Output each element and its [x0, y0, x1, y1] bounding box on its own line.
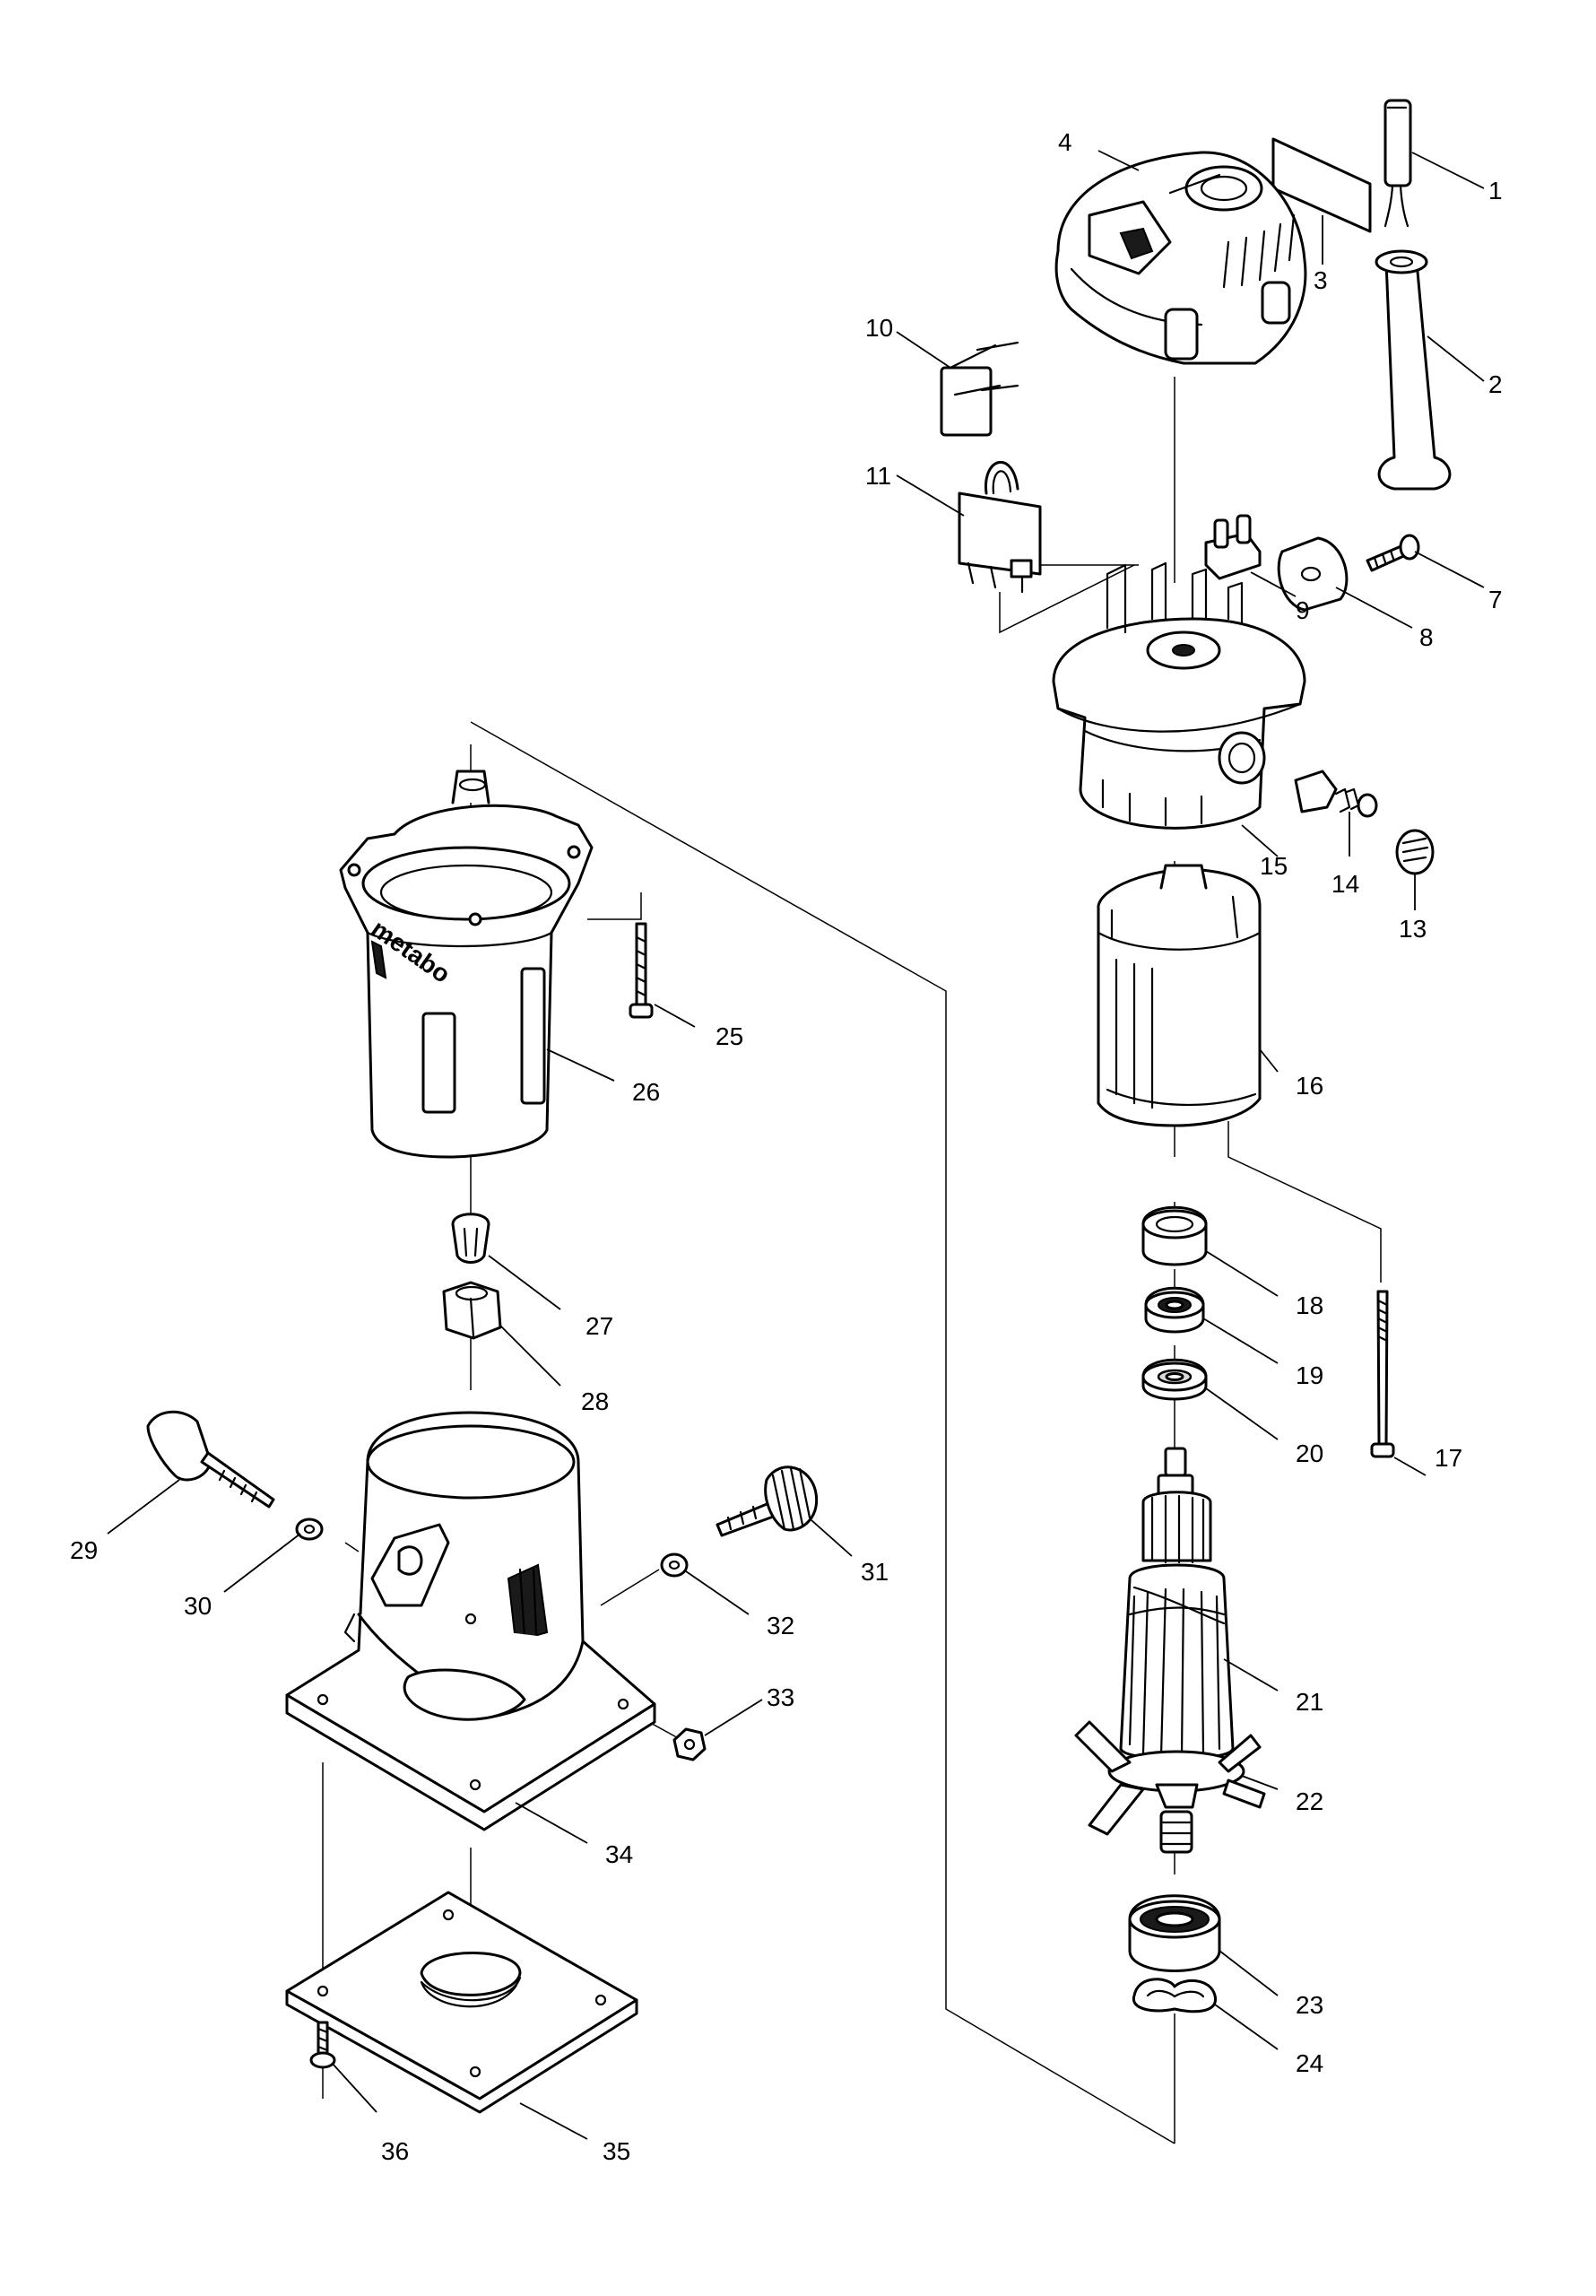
part-29-clamp-screw	[146, 1410, 275, 1509]
callout-7: 7	[1488, 586, 1503, 613]
part-19-ball-bearing	[1144, 1286, 1205, 1334]
callout-11: 11	[865, 462, 891, 490]
part-16-stator	[1097, 864, 1262, 1127]
part-9-terminal-block	[1204, 514, 1262, 580]
callout-21: 21	[1296, 1688, 1323, 1716]
callout-31: 31	[861, 1558, 889, 1586]
callout-33: 33	[767, 1683, 794, 1711]
callout-34: 34	[605, 1840, 633, 1868]
callout-24: 24	[1296, 2049, 1323, 2077]
callout-3: 3	[1314, 266, 1328, 294]
part-2-cord-guard	[1375, 249, 1452, 491]
callout-28: 28	[581, 1387, 609, 1415]
part-13-brush-cap	[1395, 829, 1435, 875]
callout-36: 36	[381, 2137, 409, 2165]
part-34-base	[285, 1411, 656, 1831]
part-14-carbon-brush	[1294, 770, 1378, 818]
callout-29: 29	[70, 1536, 98, 1564]
part-23-ball-bearing	[1128, 1894, 1221, 1972]
part-7-screw	[1366, 534, 1420, 572]
part-11-switch	[958, 461, 1042, 594]
callout-25: 25	[716, 1022, 743, 1050]
part-32-washer	[660, 1552, 689, 1578]
part-17-long-screw	[1370, 1290, 1395, 1458]
callout-2: 2	[1488, 370, 1503, 398]
part-1-power-cord	[1383, 99, 1412, 228]
callout-8: 8	[1419, 623, 1434, 651]
callout-32: 32	[767, 1612, 794, 1639]
part-33-nut	[672, 1727, 707, 1761]
part-20-bearing	[1141, 1358, 1208, 1401]
callout-9: 9	[1296, 596, 1310, 624]
callout-18: 18	[1296, 1292, 1323, 1319]
part-8-cord-clamp	[1277, 536, 1349, 612]
callout-13: 13	[1399, 915, 1427, 943]
callout-15: 15	[1260, 852, 1288, 880]
callout-14: 14	[1331, 870, 1359, 898]
part-18-bearing-retainer	[1141, 1205, 1208, 1266]
callout-22: 22	[1296, 1787, 1323, 1815]
callout-35: 35	[603, 2137, 630, 2165]
callout-4: 4	[1058, 128, 1072, 156]
part-30-washer	[295, 1518, 324, 1541]
part-31-adjusting-knob	[716, 1465, 819, 1537]
callout-30: 30	[184, 1592, 212, 1620]
callout-19: 19	[1296, 1361, 1323, 1389]
callout-26: 26	[632, 1078, 660, 1106]
callout-23: 23	[1296, 1991, 1323, 2019]
part-35-base-plate	[285, 1891, 638, 2114]
part-36-screw	[309, 2021, 336, 2069]
part-21-armature	[1119, 1447, 1235, 1761]
callout-1: 1	[1488, 177, 1503, 204]
part-25-screw	[629, 922, 654, 1019]
part-28-collet-nut	[442, 1281, 502, 1340]
part-10-capacitor	[940, 341, 1019, 437]
part-3-label	[1271, 137, 1372, 233]
part-4-motor-cover	[1054, 151, 1307, 365]
part-27-collet	[451, 1213, 490, 1264]
part-26-motor-housing: metabo	[339, 770, 594, 1159]
callout-27: 27	[585, 1312, 613, 1340]
callout-20: 20	[1296, 1439, 1323, 1467]
callout-16: 16	[1296, 1072, 1323, 1100]
callout-10: 10	[865, 314, 893, 342]
callout-numbers: 1 2 3 4 7 8 9 10 11 13 14 15 16 17 18 19…	[70, 128, 1503, 2165]
callout-17: 17	[1435, 1444, 1462, 1472]
part-24-spring-washer	[1132, 1978, 1217, 2013]
part-15-motor-housing	[1052, 561, 1306, 830]
leader-lines	[107, 150, 1485, 2140]
part-22-fan	[1074, 1720, 1266, 1854]
